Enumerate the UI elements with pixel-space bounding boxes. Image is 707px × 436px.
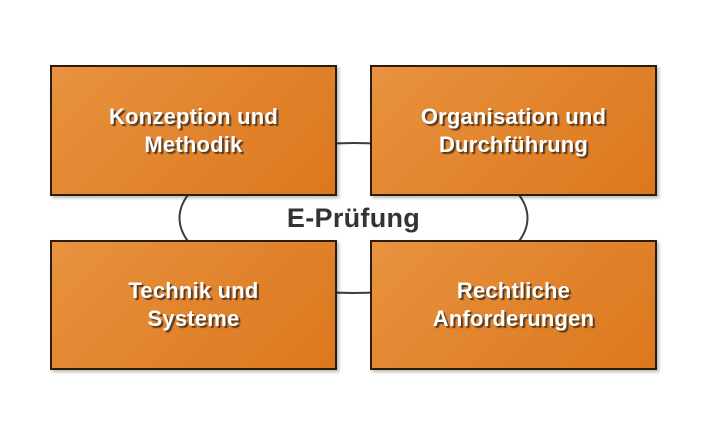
box-label: Organisation und Durchführung bbox=[421, 103, 606, 159]
box-label: Technik und Systeme bbox=[128, 277, 258, 333]
box-technik-systeme: Technik und Systeme bbox=[50, 240, 337, 370]
box-label-line1: Rechtliche bbox=[456, 278, 571, 303]
box-label-line1: Organisation und bbox=[420, 103, 607, 129]
box-label-line2: Anforderungen bbox=[432, 306, 595, 331]
box-label-line2: Durchführung bbox=[438, 131, 589, 157]
box-label: Rechtliche Anforderungen bbox=[433, 277, 594, 333]
ellipse-shape bbox=[178, 142, 529, 294]
center-title: E-Prüfung bbox=[286, 203, 421, 233]
box-label-line2: Systeme bbox=[147, 306, 240, 331]
box-label: Konzeption und Methodik bbox=[109, 103, 278, 159]
box-label-line1: Technik und bbox=[128, 278, 259, 303]
box-label-line2: Methodik bbox=[144, 131, 243, 157]
box-konzeption-methodik: Konzeption und Methodik bbox=[50, 65, 337, 196]
box-rechtliche-anforderungen: Rechtliche Anforderungen bbox=[370, 240, 657, 370]
box-label-line1: Konzeption und bbox=[109, 103, 278, 129]
box-organisation-durchfuehrung: Organisation und Durchführung bbox=[370, 65, 657, 196]
